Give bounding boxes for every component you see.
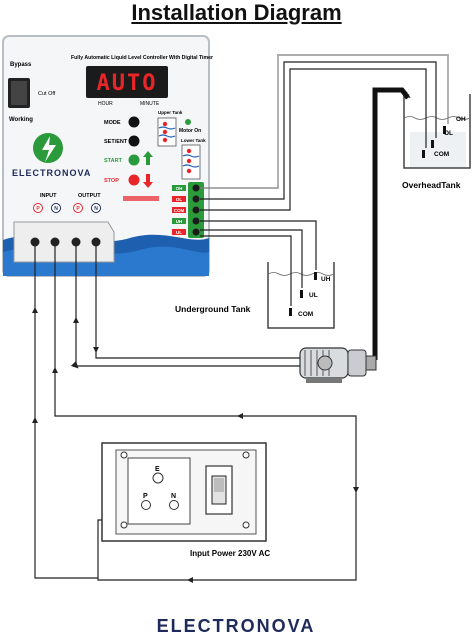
digital-display — [86, 66, 168, 98]
connector-cover — [13, 221, 115, 263]
footer-logo: ELECTRONOVA — [157, 616, 316, 636]
bypass-label: Bypass — [10, 62, 32, 68]
terminal-ol-label: OL — [176, 197, 183, 202]
socket-e-label: E — [155, 466, 160, 473]
power-socket: E P N Input Power 230V AC — [101, 442, 270, 558]
terminal-ul-label: UL — [176, 230, 182, 235]
terminal-com-label: COM — [174, 208, 185, 213]
mode-label: MODE — [104, 120, 121, 126]
output-p-label: P — [76, 206, 80, 212]
lower-tank-label: Lower Tank — [181, 138, 206, 143]
motor-on-label: Motor On — [179, 128, 201, 134]
electronova-logo: ELECTRONOVA — [12, 133, 91, 178]
controller-header: Fully Automatic Liquid Level Controller … — [71, 55, 213, 61]
socket-p-label: P — [143, 493, 148, 500]
down-arrow-icon — [143, 174, 153, 188]
minute-label: MINUTE — [140, 101, 160, 107]
overhead-tank-label: OverheadTank — [402, 180, 461, 190]
lower-tank-indicator — [181, 144, 201, 180]
stop-button[interactable] — [128, 174, 140, 186]
motor-on-led — [185, 119, 191, 125]
start-label: START — [104, 158, 123, 164]
output-n-label: N — [94, 206, 98, 212]
overhead-oh-label: OH — [456, 116, 466, 123]
input-p-label: P — [36, 206, 40, 212]
controller-unit: Fully Automatic Liquid Level Controller … — [2, 35, 213, 277]
underground-tank: UH UL COM Underground Tank — [175, 262, 335, 329]
diagram-title: Installation Diagram — [131, 0, 342, 25]
mode-button[interactable] — [128, 116, 140, 128]
upper-tank-label: Upper Tank — [158, 110, 183, 115]
overhead-ol-label: OL — [444, 130, 453, 137]
motor-pump — [299, 347, 377, 383]
input-label: INPUT — [40, 193, 57, 199]
water-pipe — [372, 87, 410, 360]
cut-off-label: Cut Off — [38, 91, 56, 97]
up-arrow-icon — [143, 151, 153, 165]
set-ent-label: SET/ENT — [104, 139, 128, 145]
socket-n-label: N — [171, 493, 176, 500]
start-button[interactable] — [128, 154, 140, 166]
underground-uh-label: UH — [321, 276, 331, 283]
working-label: Working — [9, 117, 33, 123]
stop-label: STOP — [104, 178, 119, 184]
underground-ul-label: UL — [309, 292, 318, 299]
sensor-wires — [200, 54, 449, 306]
terminal-labels: OH OL COM UH UL — [172, 185, 186, 235]
overhead-tank: OH OL COM OverheadTank — [402, 94, 471, 190]
hour-label: HOUR — [98, 101, 113, 107]
display-text: AUTO — [97, 71, 158, 96]
terminal-oh-label: OH — [176, 186, 183, 191]
underground-com-label: COM — [298, 311, 313, 318]
overhead-com-label: COM — [434, 151, 449, 158]
terminal-uh-label: UH — [176, 219, 183, 224]
controller-brand: ELECTRONOVA — [12, 168, 91, 178]
footer-brand: ELECTRONOVA — [157, 616, 316, 636]
output-label: OUTPUT — [78, 193, 101, 199]
power-label: Input Power 230V AC — [190, 549, 270, 558]
underground-tank-label: Underground Tank — [175, 304, 251, 314]
input-n-label: N — [54, 206, 58, 212]
set-ent-button[interactable] — [128, 135, 140, 147]
